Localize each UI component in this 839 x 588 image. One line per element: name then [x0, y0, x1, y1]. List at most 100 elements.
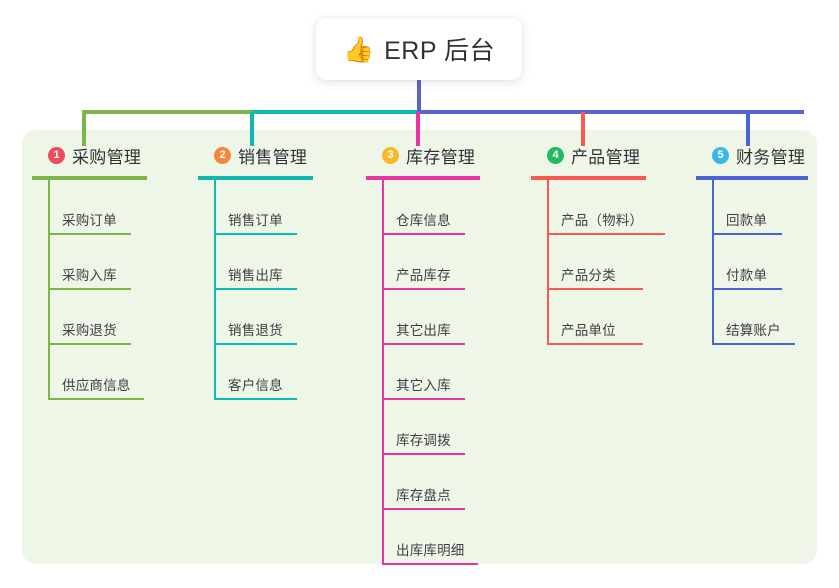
menu-item-label: 库存盘点 [396, 488, 451, 503]
menu-item[interactable]: 产品库存 [382, 235, 526, 290]
menu-item-underline [382, 453, 465, 455]
menu-item-label: 其它入库 [396, 378, 451, 393]
menu-item-underline [214, 398, 297, 400]
menu-item-underline [214, 343, 297, 345]
menu-item-label: 采购订单 [62, 213, 117, 228]
menu-item-underline [382, 508, 465, 510]
thumbs-up-icon: 👍 [342, 35, 375, 64]
column-title: 产品管理 [571, 147, 641, 167]
badge-number-icon: 5 [712, 146, 729, 164]
column-title: 采购管理 [72, 147, 142, 167]
menu-item-label: 产品（物料） [561, 213, 644, 228]
column-underline [32, 176, 147, 180]
menu-item-underline [712, 288, 782, 290]
column-header-1[interactable]: 1 采购管理 [32, 142, 182, 168]
connector-drop-1 [82, 112, 86, 146]
menu-item-underline [547, 288, 643, 290]
menu-item[interactable]: 采购退货 [48, 290, 182, 345]
menu-item-underline [48, 233, 131, 235]
column-2: 2 销售管理销售订单销售出库销售退货客户信息 [198, 142, 348, 400]
menu-item[interactable]: 结算账户 [712, 290, 839, 345]
menu-item[interactable]: 付款单 [712, 235, 839, 290]
menu-item-underline [382, 233, 465, 235]
column-header-2[interactable]: 2 销售管理 [198, 142, 348, 168]
badge-number-icon: 2 [214, 146, 231, 164]
menu-item-label: 产品库存 [396, 268, 451, 283]
menu-item-label: 其它出库 [396, 323, 451, 338]
column-spine [547, 180, 549, 345]
column-5: 5 财务管理回款单付款单结算账户 [696, 142, 839, 345]
menu-item-label: 回款单 [726, 213, 768, 228]
menu-item[interactable]: 销售退货 [214, 290, 348, 345]
menu-item-underline [214, 233, 297, 235]
menu-item-label: 采购退货 [62, 323, 117, 338]
menu-item-label: 采购入库 [62, 268, 117, 283]
menu-item-label: 出库库明细 [396, 543, 465, 558]
column-spine [214, 180, 216, 400]
root-node-label: ERP 后台 [384, 37, 496, 65]
menu-item-underline [382, 343, 465, 345]
menu-item[interactable]: 其它入库 [382, 345, 526, 400]
menu-item-underline [382, 398, 465, 400]
menu-item-underline [48, 288, 131, 290]
menu-item-label: 仓库信息 [396, 213, 451, 228]
connector-drop-3 [416, 112, 420, 146]
menu-item-underline [382, 288, 465, 290]
bus-segment-indigo [417, 110, 804, 114]
menu-item-underline [48, 398, 144, 400]
menu-item[interactable]: 产品单位 [547, 290, 701, 345]
column-header-5[interactable]: 5 财务管理 [696, 142, 839, 168]
column-items: 产品（物料） 产品分类产品单位 [531, 180, 701, 345]
menu-item[interactable]: 产品分类 [547, 235, 701, 290]
menu-item[interactable]: 回款单 [712, 180, 839, 235]
menu-item[interactable]: 产品（物料） [547, 180, 701, 235]
menu-item-label: 销售出库 [228, 268, 283, 283]
menu-item[interactable]: 采购订单 [48, 180, 182, 235]
connector-drop-4 [581, 112, 585, 146]
menu-item[interactable]: 销售出库 [214, 235, 348, 290]
menu-item[interactable]: 库存盘点 [382, 455, 526, 510]
bus-segment-green [82, 110, 252, 114]
menu-item-label: 供应商信息 [62, 378, 131, 393]
column-underline [366, 176, 480, 180]
bus-segment-teal [252, 110, 420, 114]
connector-stem [417, 80, 421, 112]
menu-item[interactable]: 出库库明细 [382, 510, 526, 565]
menu-item-label: 客户信息 [228, 378, 283, 393]
menu-item-label: 付款单 [726, 268, 768, 283]
menu-item-label: 销售订单 [228, 213, 283, 228]
menu-item-underline [712, 343, 795, 345]
column-1: 1 采购管理采购订单采购入库采购退货供应商信息 [32, 142, 182, 400]
menu-item[interactable]: 仓库信息 [382, 180, 526, 235]
column-spine [712, 180, 714, 345]
column-title: 财务管理 [736, 147, 806, 167]
column-items: 采购订单采购入库采购退货供应商信息 [32, 180, 182, 400]
menu-item[interactable]: 采购入库 [48, 235, 182, 290]
column-underline [531, 176, 646, 180]
column-title: 销售管理 [238, 147, 308, 167]
menu-item-underline [547, 233, 665, 235]
menu-item-label: 产品单位 [561, 323, 616, 338]
menu-item-label: 产品分类 [561, 268, 616, 283]
badge-number-icon: 1 [48, 146, 65, 164]
menu-item-underline [382, 563, 478, 565]
menu-item[interactable]: 其它出库 [382, 290, 526, 345]
column-items: 回款单付款单结算账户 [696, 180, 839, 345]
menu-item[interactable]: 客户信息 [214, 345, 348, 400]
menu-item[interactable]: 供应商信息 [48, 345, 182, 400]
menu-item[interactable]: 销售订单 [214, 180, 348, 235]
menu-item-underline [547, 343, 643, 345]
menu-item-underline [214, 288, 297, 290]
root-node-erp-backend[interactable]: 👍 ERP 后台 [316, 18, 522, 80]
menu-item-underline [712, 233, 782, 235]
column-title: 库存管理 [406, 147, 476, 167]
column-spine [48, 180, 50, 400]
connector-drop-5 [746, 112, 750, 146]
column-items: 销售订单销售出库销售退货客户信息 [198, 180, 348, 400]
menu-item[interactable]: 库存调拨 [382, 400, 526, 455]
column-underline [696, 176, 808, 180]
